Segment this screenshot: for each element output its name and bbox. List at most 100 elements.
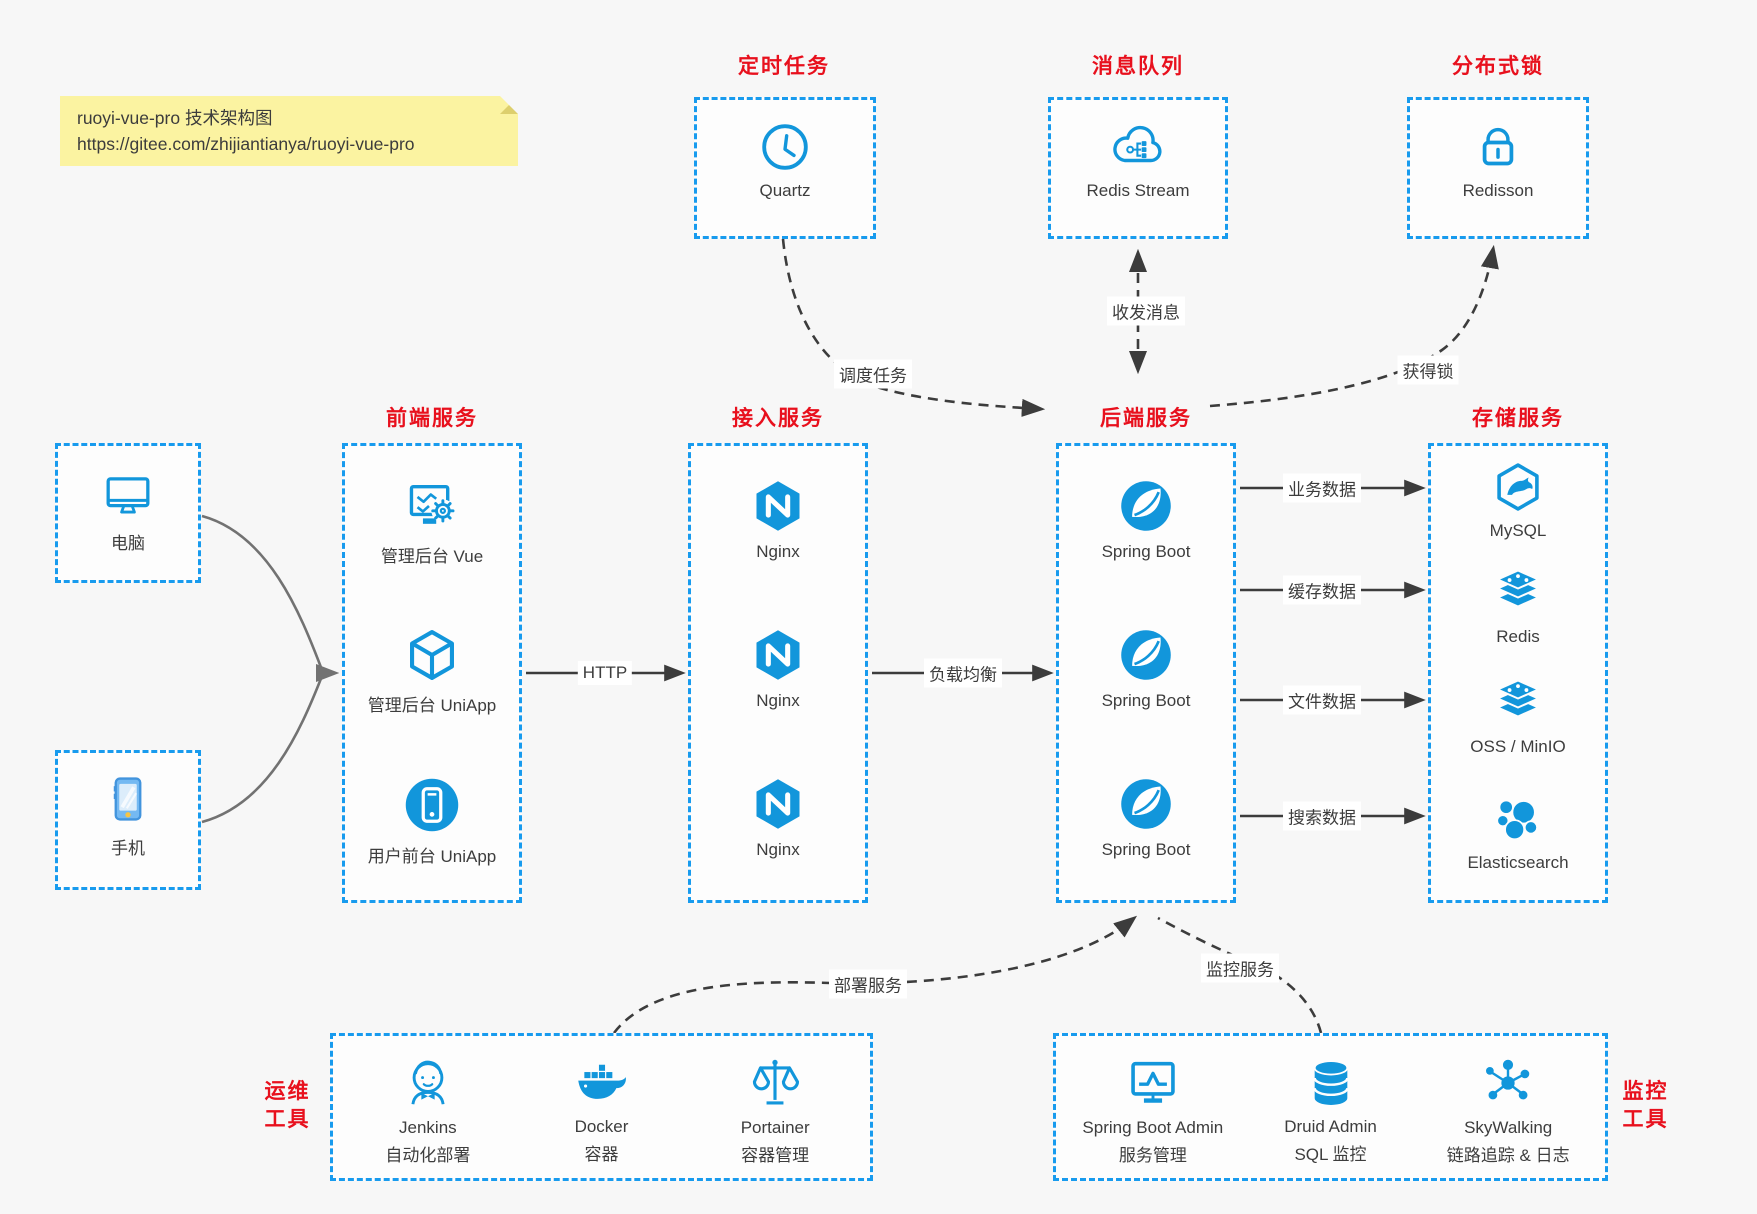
- oss-icon: [1496, 679, 1540, 718]
- tool-item-jenkins: Jenkins 自动化部署: [341, 1054, 515, 1166]
- tool-desc: SQL 监控: [1294, 1145, 1367, 1164]
- backend-item-spring-boot: Spring Boot: [1059, 775, 1233, 860]
- mobile-app-icon: [405, 778, 459, 832]
- access-item-nginx: Nginx: [691, 626, 865, 711]
- note-url: https://gitee.com/zhijiantianya/ruoyi-vu…: [77, 134, 415, 154]
- tool-item-spring-boot-admin: Spring Boot Admin 服务管理: [1064, 1054, 1242, 1166]
- monitoring-title-line1: 监控: [1622, 1080, 1669, 1103]
- frontend-item-admin-vue: 管理后台 Vue: [345, 477, 519, 567]
- tool-desc: 容器管理: [741, 1146, 810, 1165]
- frontend-item-label: 用户前台 UniApp: [367, 847, 497, 866]
- backend-item-label: Spring Boot: [1101, 542, 1191, 561]
- edge-label-load-balance: 负载均衡: [924, 658, 1002, 688]
- ops-tools-box: Jenkins 自动化部署 Docker 容器: [330, 1033, 873, 1181]
- tool-desc: 容器: [584, 1145, 619, 1164]
- frontend-item-admin-uniapp: 管理后台 UniApp: [345, 626, 519, 716]
- client-desktop-box: 电脑: [55, 443, 201, 583]
- storage-item-elasticsearch: Elasticsearch: [1431, 792, 1605, 873]
- tool-name: Portainer: [740, 1118, 810, 1137]
- smartphone-icon: [113, 777, 142, 821]
- tool-name: Spring Boot Admin: [1082, 1118, 1224, 1137]
- group-title-access: 接入服务: [732, 407, 824, 430]
- group-title-scheduled-tasks: 定时任务: [738, 55, 830, 78]
- backend-item-label: Spring Boot: [1101, 840, 1191, 859]
- skywalking-icon: [1486, 1059, 1530, 1100]
- access-column-box: Nginx Nginx Nginx: [688, 443, 868, 903]
- edge-label-search-data: 搜索数据: [1283, 801, 1361, 831]
- frontend-item-label: 管理后台 Vue: [380, 547, 484, 566]
- redisson-box: Redisson: [1407, 97, 1589, 239]
- edge-label-message: 收发消息: [1107, 296, 1185, 326]
- edge-label-cache-data: 缓存数据: [1283, 575, 1361, 605]
- frontend-column-box: 管理后台 Vue 管理后台 UniApp 用户前台 UniApp: [342, 443, 522, 903]
- edge-label-http: HTTP: [577, 661, 633, 685]
- access-item-label: Nginx: [756, 542, 800, 561]
- redis-stream-box: Redis Stream: [1048, 97, 1228, 239]
- redis-stream-label: Redis Stream: [1086, 181, 1190, 200]
- quartz-box: Quartz: [694, 97, 876, 239]
- group-title-distributed-lock: 分布式锁: [1452, 55, 1544, 78]
- admin-vue-icon: [409, 484, 455, 524]
- tool-desc: 服务管理: [1118, 1146, 1187, 1165]
- tool-name: SkyWalking: [1464, 1118, 1553, 1137]
- storage-item-mysql: MySQL: [1431, 460, 1605, 541]
- edge-label-file-data: 文件数据: [1283, 685, 1361, 715]
- group-title-ops-tools: 运维 工具: [245, 1078, 330, 1134]
- nginx-icon: [756, 630, 800, 680]
- lock-icon: [1482, 127, 1514, 166]
- client-phone-label: 手机: [111, 839, 145, 858]
- tool-item-skywalking: SkyWalking 链路追踪 & 日志: [1419, 1054, 1597, 1166]
- mysql-icon: [1497, 463, 1539, 511]
- group-title-monitoring-tools: 监控 工具: [1603, 1078, 1688, 1134]
- nginx-icon: [756, 779, 800, 829]
- edge-label-deploy: 部署服务: [829, 969, 907, 999]
- storage-item-label: MySQL: [1489, 521, 1547, 540]
- elasticsearch-icon: [1496, 799, 1539, 841]
- clock-icon: [762, 124, 808, 170]
- tool-item-docker: Docker 容器: [515, 1055, 689, 1165]
- tool-name: Druid Admin: [1284, 1117, 1377, 1136]
- desktop-icon: [106, 477, 150, 514]
- tool-name: Docker: [574, 1117, 629, 1136]
- edge-label-lock: 获得锁: [1397, 355, 1459, 385]
- backend-item-label: Spring Boot: [1101, 691, 1191, 710]
- edge-label-schedule: 调度任务: [834, 359, 912, 389]
- druid-icon: [1312, 1060, 1349, 1105]
- group-title-storage: 存储服务: [1472, 407, 1564, 430]
- tool-desc: 链路追踪 & 日志: [1446, 1146, 1570, 1165]
- monitoring-title-line2: 工具: [1622, 1108, 1669, 1131]
- spring-boot-icon: [1121, 481, 1171, 531]
- group-title-backend: 后端服务: [1100, 407, 1192, 430]
- access-item-nginx: Nginx: [691, 775, 865, 860]
- access-item-label: Nginx: [756, 840, 800, 859]
- group-title-message-queue: 消息队列: [1092, 55, 1184, 78]
- ops-title-line1: 运维: [264, 1080, 311, 1103]
- docker-icon: [577, 1064, 626, 1099]
- tool-desc: 自动化部署: [385, 1146, 471, 1165]
- backend-item-spring-boot: Spring Boot: [1059, 626, 1233, 711]
- portainer-icon: [753, 1059, 800, 1105]
- storage-item-label: OSS / MinIO: [1470, 737, 1566, 756]
- ops-title-line2: 工具: [264, 1108, 311, 1131]
- cloud-stream-icon: [1113, 125, 1162, 163]
- storage-column-box: MySQL Redis: [1428, 443, 1608, 903]
- redis-icon: [1496, 569, 1540, 608]
- frontend-item-label: 管理后台 UniApp: [367, 696, 497, 715]
- client-desktop-label: 电脑: [111, 534, 145, 553]
- quartz-label: Quartz: [759, 181, 811, 200]
- spring-boot-admin-icon: [1131, 1061, 1175, 1103]
- edge-label-business-data: 业务数据: [1283, 473, 1361, 503]
- tool-item-portainer: Portainer 容器管理: [688, 1054, 862, 1166]
- client-phone-box: 手机: [55, 750, 201, 890]
- cube-icon: [410, 629, 454, 681]
- storage-item-label: Redis: [1496, 627, 1540, 646]
- edge-label-monitor: 监控服务: [1201, 953, 1279, 983]
- access-item-nginx: Nginx: [691, 477, 865, 562]
- backend-item-spring-boot: Spring Boot: [1059, 477, 1233, 562]
- backend-column-box: Spring Boot Spring Boot Spring Boot: [1056, 443, 1236, 903]
- group-title-frontend: 前端服务: [386, 407, 478, 430]
- storage-item-label: Elasticsearch: [1467, 853, 1569, 872]
- storage-item-redis: Redis: [1431, 566, 1605, 647]
- tool-name: Jenkins: [399, 1118, 457, 1137]
